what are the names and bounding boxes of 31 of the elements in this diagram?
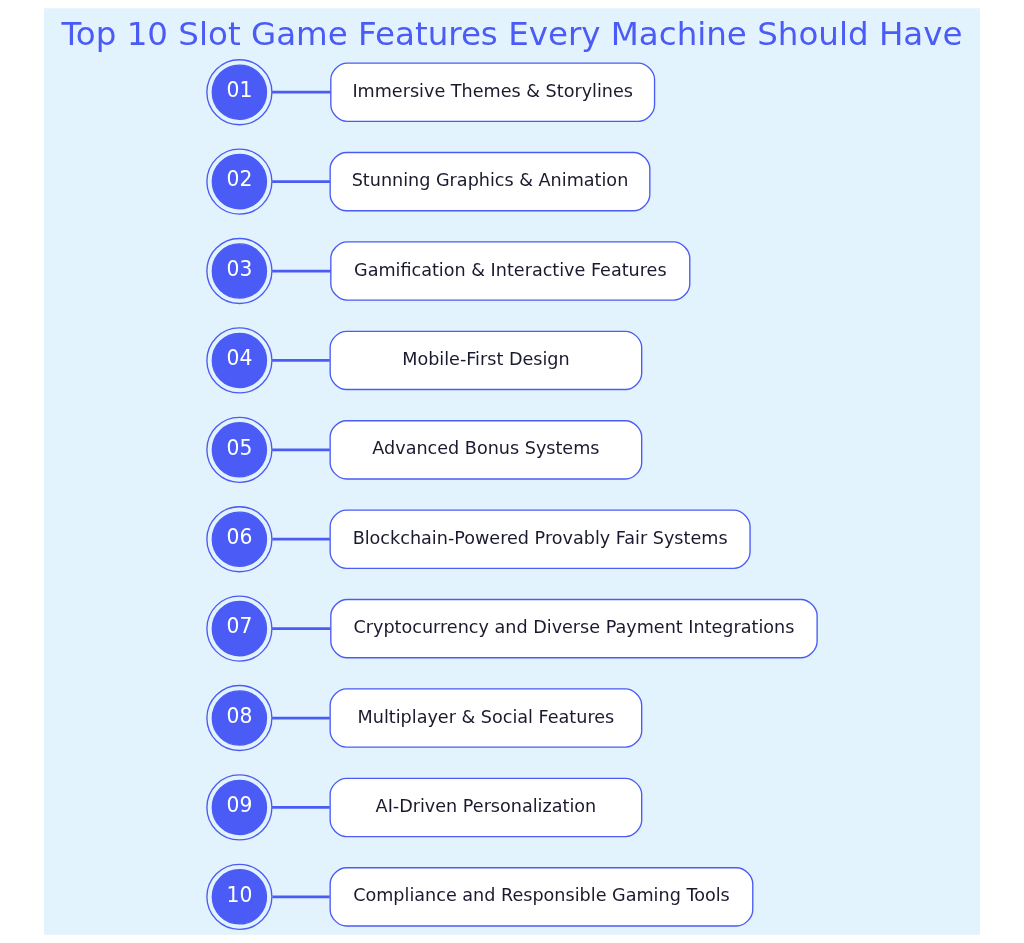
node-box: Cryptocurrency and Diverse Payment Integrations bbox=[330, 598, 818, 659]
node-circle: 04 bbox=[206, 327, 273, 394]
connector bbox=[272, 806, 330, 809]
node-box: Advanced Bonus Systems bbox=[329, 420, 643, 480]
connector bbox=[272, 537, 330, 541]
connector bbox=[272, 269, 331, 273]
node-circle: 03 bbox=[206, 237, 273, 305]
node-box: AI-Driven Personalization bbox=[329, 777, 643, 838]
node-box: Blockchain-Powered Provably Fair Systems bbox=[329, 509, 751, 570]
node-circle: 09 bbox=[206, 774, 273, 841]
node-box: Multiplayer & Social Features bbox=[329, 688, 643, 748]
connector bbox=[272, 716, 330, 720]
node-box: Gamification & Interactive Features bbox=[330, 241, 691, 301]
connector bbox=[272, 627, 331, 630]
connector bbox=[272, 90, 331, 94]
node-circle: 10 bbox=[206, 863, 273, 930]
connector bbox=[272, 448, 330, 452]
connector bbox=[272, 180, 331, 183]
node-circle: 01 bbox=[206, 59, 273, 126]
node-circle: 06 bbox=[206, 506, 273, 573]
node-box: Mobile-First Design bbox=[329, 330, 643, 391]
diagram-title: Top 10 Slot Game Features Every Machine Should Have bbox=[61, 15, 963, 54]
node-box: Stunning Graphics & Animation bbox=[329, 151, 651, 212]
node-box: Compliance and Responsible Gaming Tools bbox=[329, 867, 754, 927]
node-circle: 08 bbox=[206, 684, 273, 752]
node-circle: 05 bbox=[206, 416, 273, 483]
node-circle: 02 bbox=[206, 148, 273, 215]
connector bbox=[272, 359, 330, 362]
node-box: Immersive Themes & Storylines bbox=[330, 62, 656, 123]
connector bbox=[272, 895, 330, 899]
node-circle: 07 bbox=[206, 595, 273, 662]
